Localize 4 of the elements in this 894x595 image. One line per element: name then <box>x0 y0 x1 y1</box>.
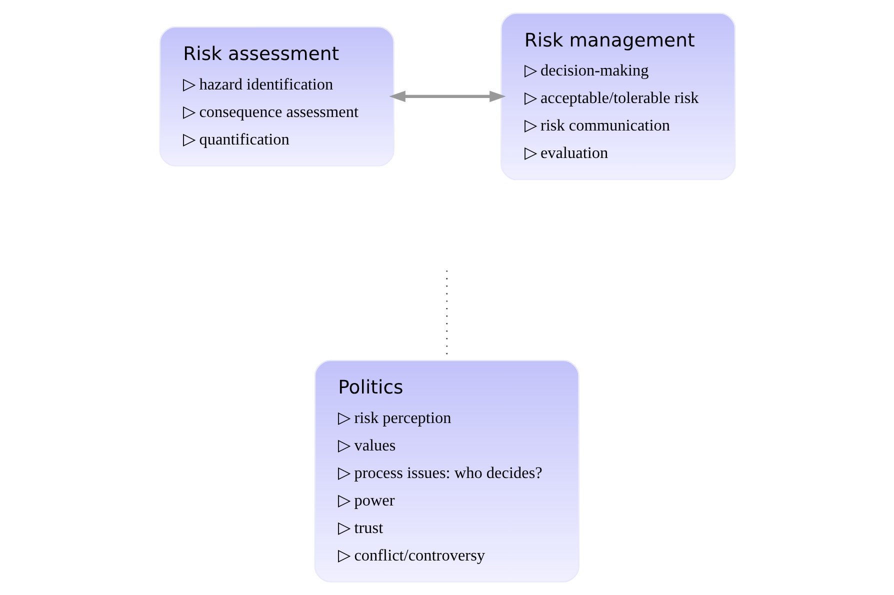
node-box: Politics ▷ risk perception ▷ values ▷ process issues: who decides? ▷ power ▷ trust ▷ conflict/controversy <box>314 360 579 582</box>
node-box: Risk management ▷ decision-making ▷ acceptable/tolerable risk ▷ risk communication ▷ evaluation <box>500 12 736 180</box>
node-box: Risk assessment ▷ hazard identification ▷ consequence assessment ▷ quantification <box>158 26 394 166</box>
arrow <box>388 90 506 102</box>
